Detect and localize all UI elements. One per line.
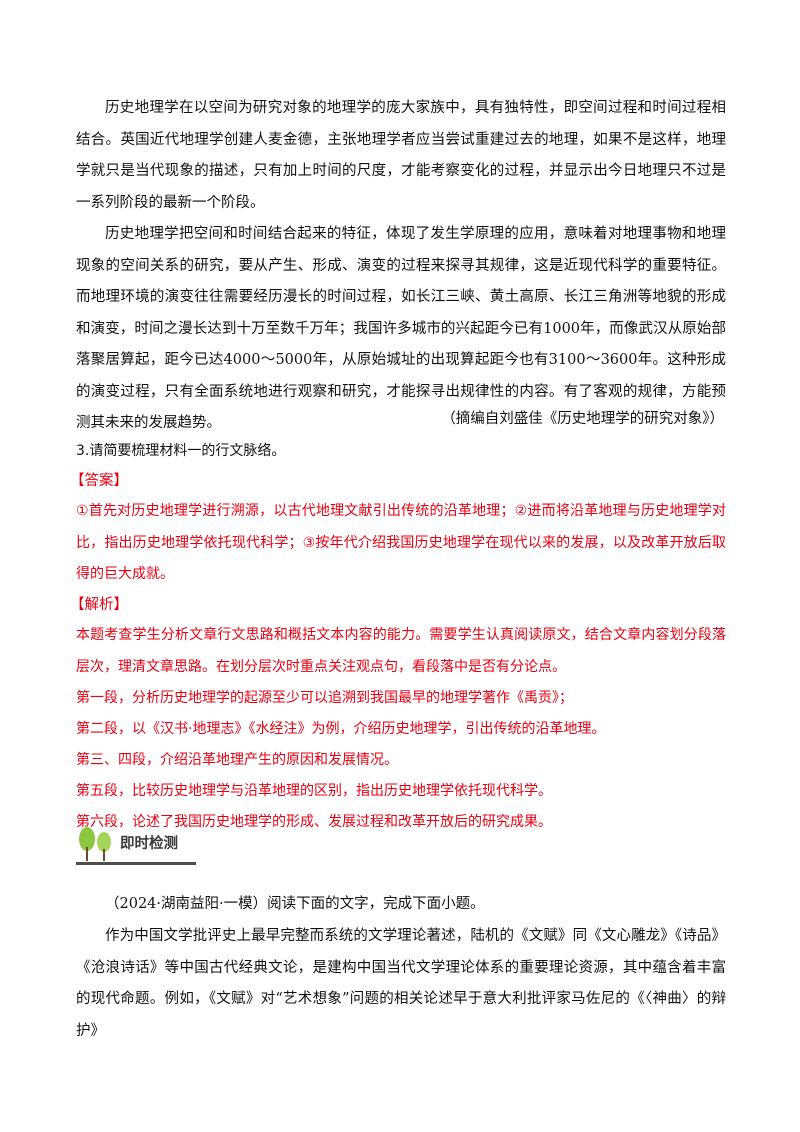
- question-text: 3.请简要梳理材料一的行文脉络。: [76, 443, 286, 459]
- answer-label: 【答案】: [70, 473, 128, 489]
- section-header: 即时检测: [76, 825, 196, 865]
- passage-paragraph-1: 历史地理学在以空间为研究对象的地理学的庞大家族中，具有独特性，即空间过程和时间过…: [76, 100, 726, 211]
- section-title: 即时检测: [120, 836, 178, 852]
- tree-icon: [79, 827, 111, 861]
- analysis-line-1: 第一段，分析历史地理学的起源至少可以追溯到我国最早的地理学著作《禹贡》；: [76, 690, 573, 706]
- section-underline: [76, 862, 196, 865]
- analysis-line-4: 第五段，比较历史地理学与沿革地理的区别，指出历史地理学依托现代科学。: [76, 783, 552, 799]
- passage-source: （摘编自刘盛佳《历史地理学的研究对象》）: [441, 411, 724, 427]
- analysis-line-3: 第三、四段，介绍沿革地理产生的原因和发展情况。: [76, 752, 398, 768]
- answer-text: ①首先对历史地理学进行溯源，以古代地理文献引出传统的沿革地理；②进而将沿革地理与…: [76, 503, 726, 582]
- analysis-line-2: 第二段，以《汉书·地理志》《水经注》为例，介绍历史地理学，引出传统的沿革地理。: [76, 721, 606, 737]
- next-intro: （2024·湖南益阳·一模）阅读下面的文字，完成下面小题。: [105, 896, 485, 912]
- next-paragraph: 作为中国文学批评史上最早完整而系统的文学理论著述，陆机的《文赋》同《文心雕龙》《…: [76, 928, 726, 1039]
- analysis-intro: 本题考查学生分析文章行文思路和概括文本内容的能力。需要学生认真阅读原文，结合文章…: [76, 627, 726, 675]
- passage-paragraph-2: 历史地理学把空间和时间结合起来的特征，体现了发生学原理的应用，意味着对地理事物和…: [76, 226, 726, 431]
- analysis-line-5: 第六段，论述了我国历史地理学的形成、发展过程和改革开放后的研究成果。: [76, 814, 552, 830]
- analysis-label: 【解析】: [70, 597, 128, 613]
